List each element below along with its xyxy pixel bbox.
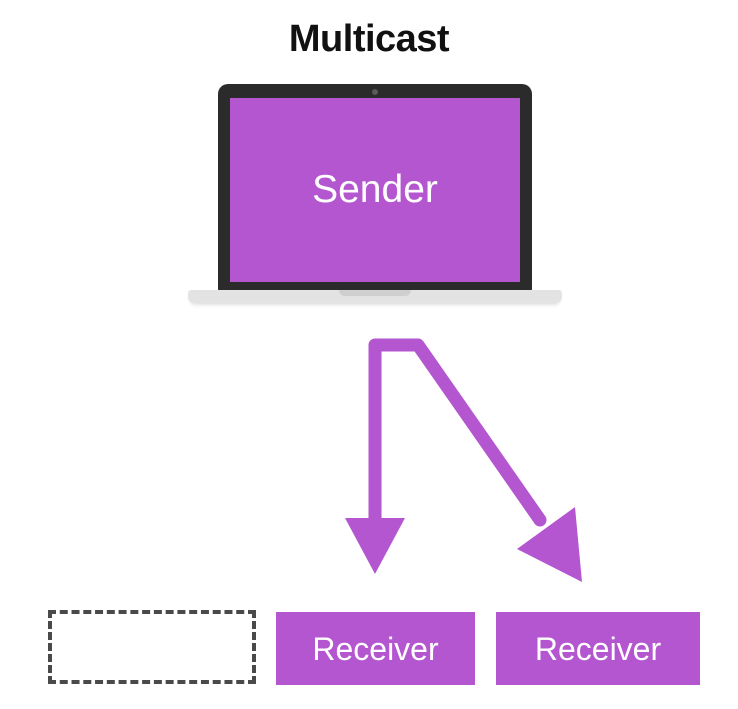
- arrow-to-receiver-2-icon: [517, 507, 582, 582]
- arrow-junction-icon: [368, 338, 547, 527]
- sender-laptop: Sender: [188, 84, 562, 314]
- receiver-box-1[interactable]: Receiver: [276, 612, 475, 685]
- webcam-icon: [372, 89, 378, 95]
- laptop-base-notch: [339, 290, 411, 296]
- arrow-to-receiver-1-icon: [345, 345, 405, 574]
- laptop-screen: Sender: [230, 98, 520, 282]
- diagram-title: Multicast: [288, 18, 450, 60]
- sender-label: Sender: [312, 167, 438, 211]
- receiver-label-2: Receiver: [534, 630, 662, 667]
- laptop-base: [188, 290, 562, 303]
- laptop-lid: Sender: [218, 84, 532, 292]
- placeholder-box: [48, 610, 256, 684]
- receiver-box-2[interactable]: Receiver: [496, 612, 700, 685]
- receiver-label-1: Receiver: [312, 630, 439, 667]
